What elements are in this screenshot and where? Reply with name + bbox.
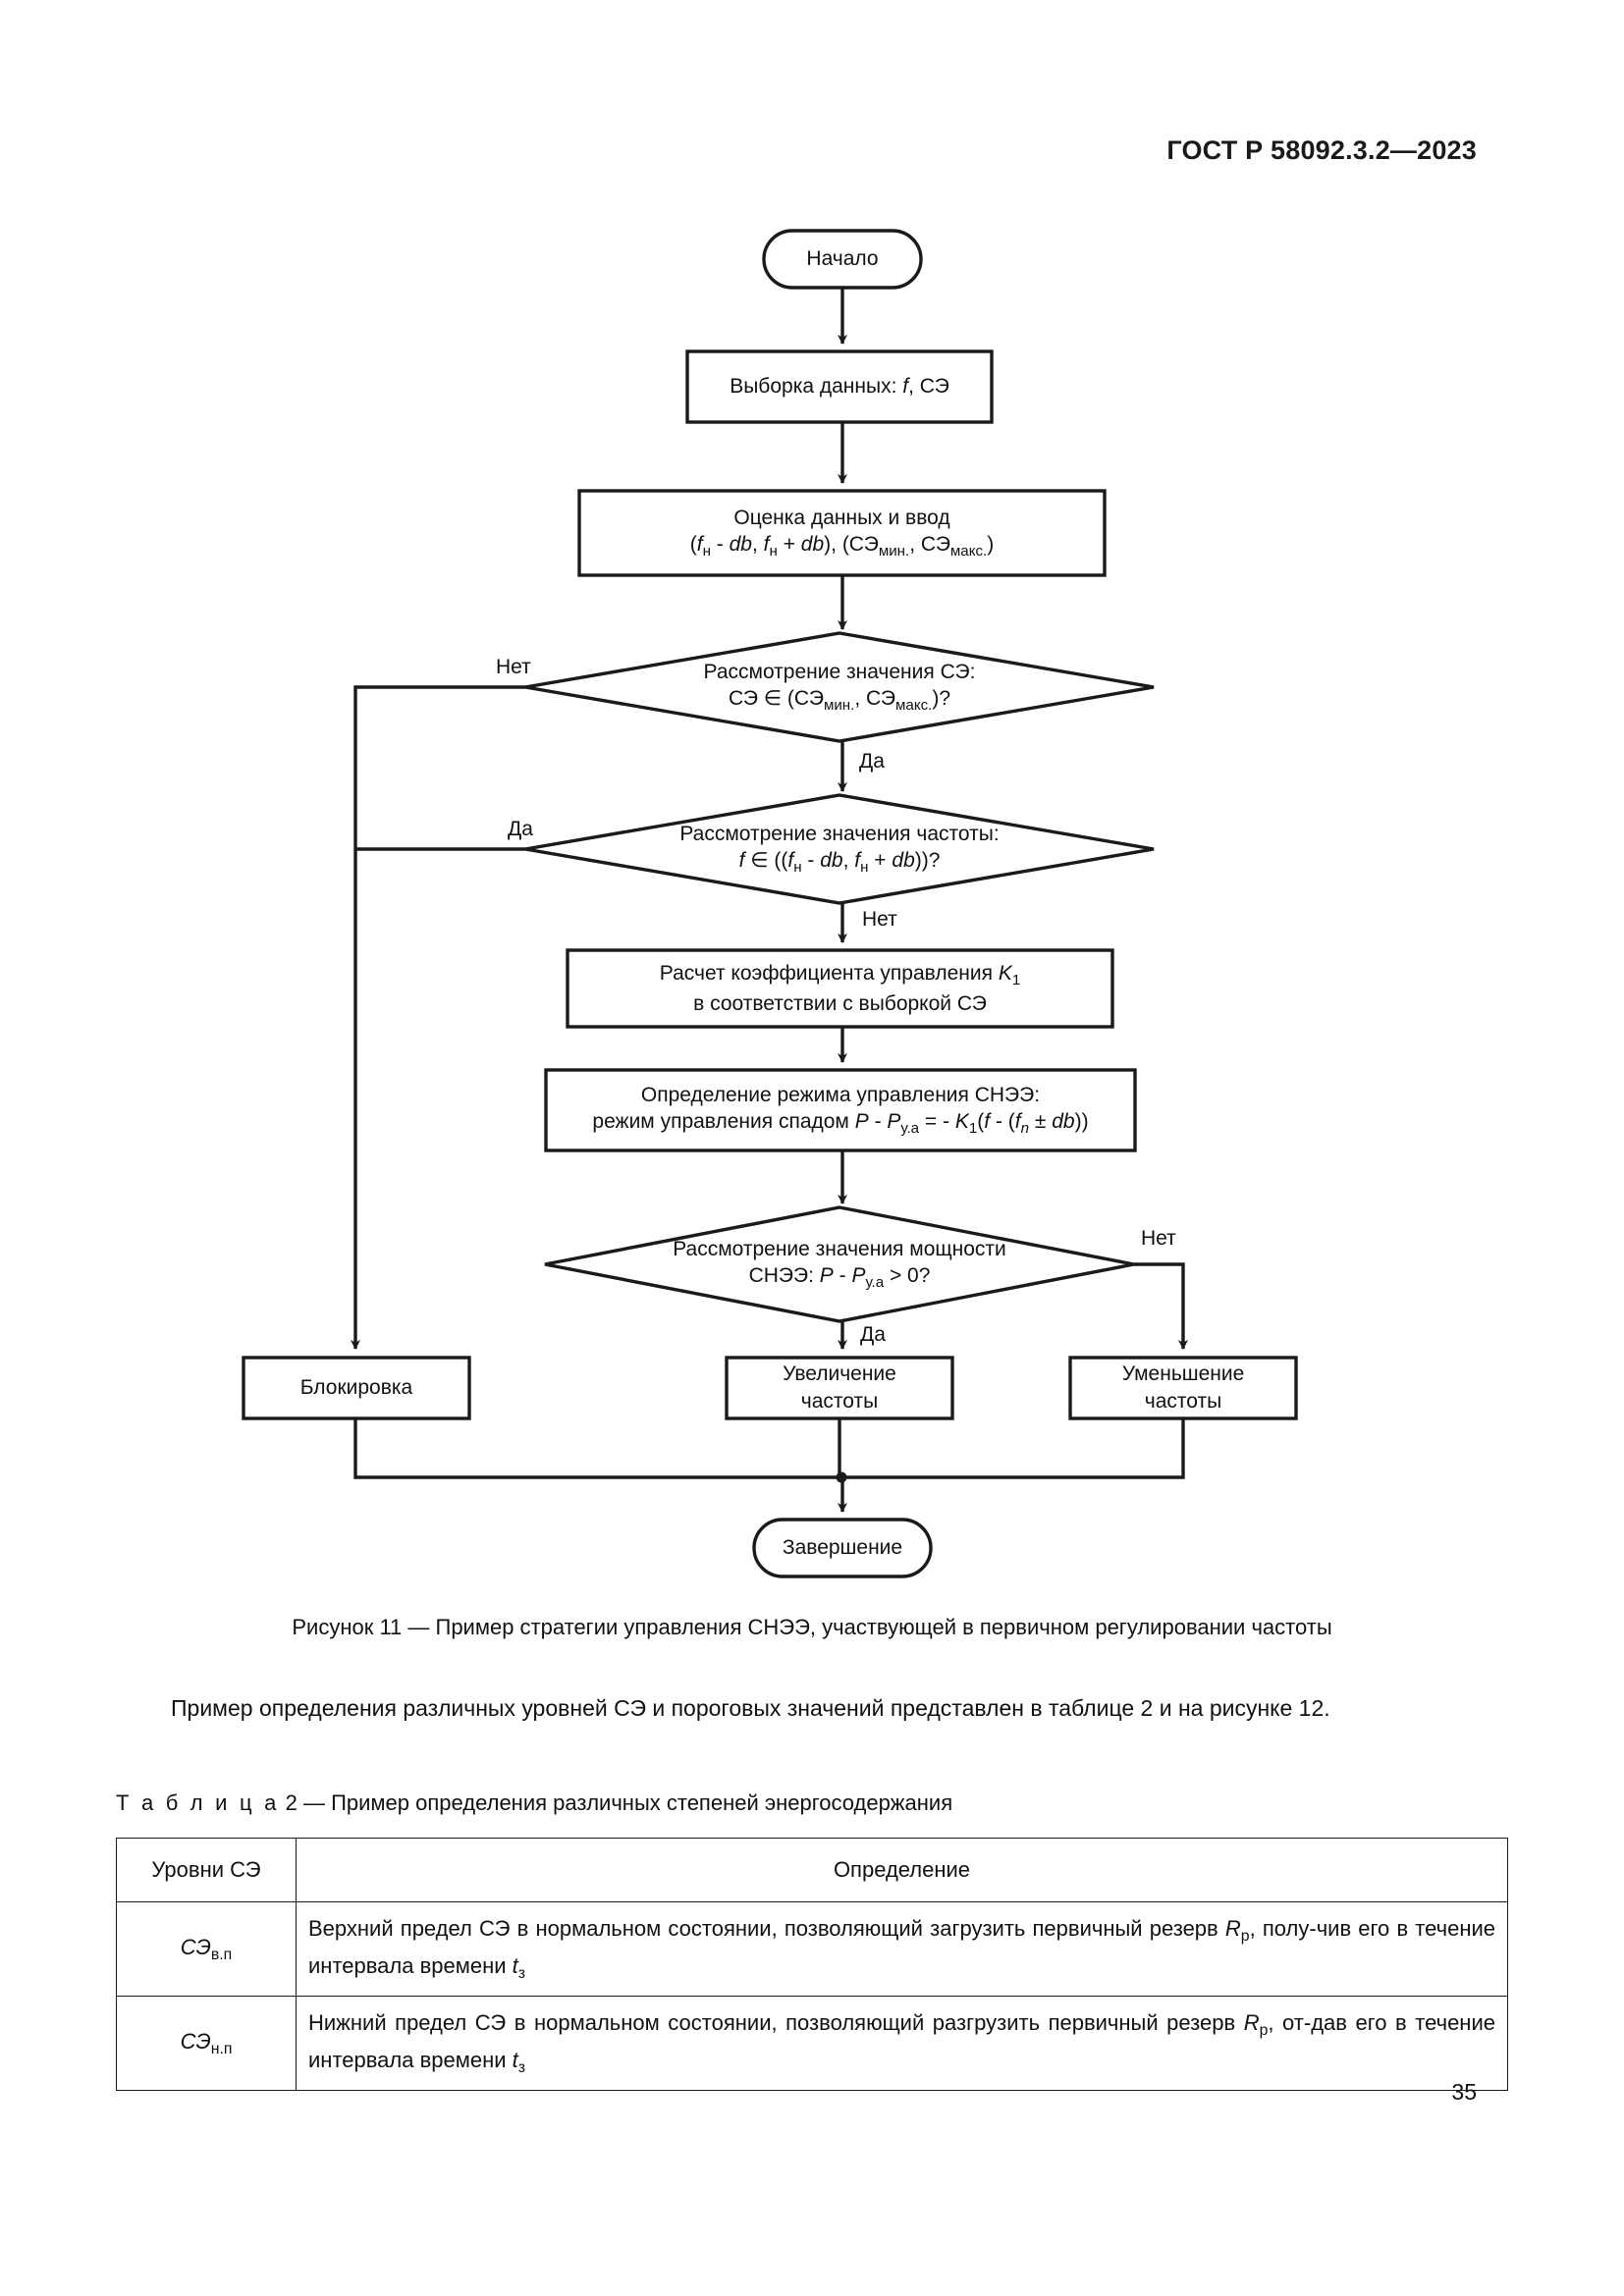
document-header-standard-id: ГОСТ Р 58092.3.2—2023: [1166, 135, 1477, 165]
edge-label-soc-yes: Да: [859, 750, 885, 773]
merge-junction-dot: [836, 1471, 847, 1483]
node-coefficient-shape: [566, 948, 1114, 1029]
node-mode-shape: [544, 1068, 1137, 1152]
edge-soc-no-to-block: [351, 685, 525, 1350]
page-number: 35: [1451, 2079, 1477, 2105]
column-header-levels: Уровни СЭ: [116, 1838, 297, 1902]
table-row: СЭн.п Нижний предел СЭ в нормальном сост…: [116, 1996, 1508, 2092]
table-row: СЭв.п Верхний предел СЭ в нормальном сос…: [116, 1900, 1508, 1998]
node-increase-shape: [725, 1356, 954, 1420]
table-2-energy-levels: Уровни СЭ Определение СЭв.п Верхний пред…: [116, 1838, 1508, 2092]
node-decrease-shape: [1068, 1356, 1298, 1420]
edge-label-power-yes: Да: [860, 1323, 886, 1346]
node-start-shape: [762, 229, 923, 290]
table-title: Т а б л и ц а 2 — Пример определения раз…: [116, 1790, 953, 1815]
cell-level-lower: СЭн.п: [116, 1996, 297, 2092]
node-end-shape: [752, 1518, 933, 1578]
edge-label-freq-yes: Да: [508, 818, 533, 840]
edge-label-freq-no: Нет: [862, 908, 897, 931]
edge-label-power-no: Нет: [1141, 1227, 1176, 1250]
node-decision-freq-shape: [524, 793, 1155, 905]
edge-block-to-merge: [353, 1418, 1185, 1479]
node-decision-soc-shape: [524, 631, 1155, 743]
cell-definition-lower: Нижний предел СЭ в нормальном состоянии,…: [296, 1996, 1508, 2092]
node-sample-shape: [685, 349, 994, 424]
edge-label-soc-no: Нет: [496, 656, 531, 678]
figure-caption: Рисунок 11 — Пример стратегии управления…: [292, 1615, 1332, 1639]
node-block-shape: [242, 1356, 471, 1420]
table-header-row: Уровни СЭ Определение: [116, 1838, 1508, 1902]
body-paragraph: Пример определения различных уровней СЭ …: [171, 1695, 1330, 1721]
node-evaluate-shape: [577, 489, 1107, 577]
cell-definition-upper: Верхний предел СЭ в нормальном состоянии…: [296, 1900, 1508, 1998]
flowchart-figure-11: Начало Выборка данных: f, СЭ Оценка данн…: [242, 229, 1298, 1578]
edge-power-no-to-decrease: [1134, 1262, 1188, 1350]
cell-level-upper: СЭв.п: [116, 1900, 297, 1998]
flowchart-canvas: [242, 229, 1298, 1578]
node-decision-power-shape: [544, 1205, 1135, 1323]
column-header-definition: Определение: [296, 1838, 1508, 1902]
